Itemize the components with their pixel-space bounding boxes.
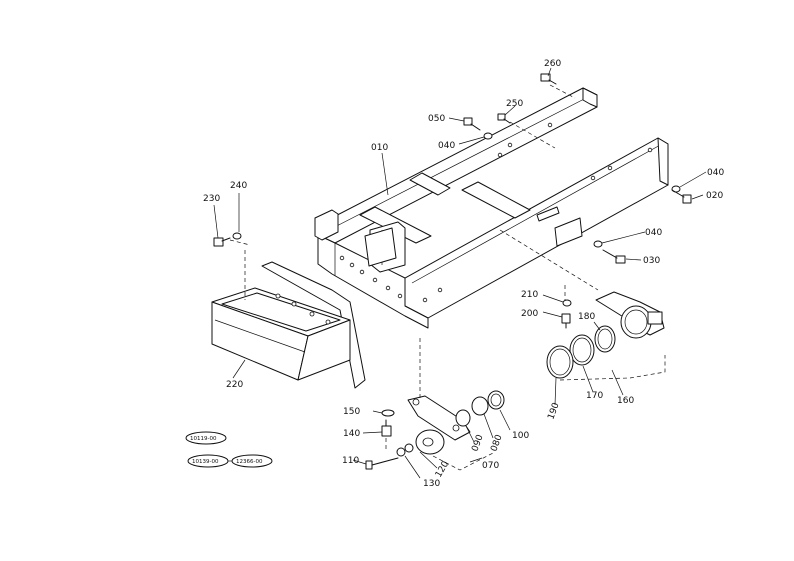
callout-080: 080 bbox=[489, 433, 504, 453]
bolt-020 bbox=[671, 189, 692, 204]
washer-130-a bbox=[396, 447, 406, 457]
bolt-030 bbox=[602, 249, 626, 264]
callout-150: 150 bbox=[343, 407, 360, 417]
washer-150 bbox=[381, 409, 395, 417]
serial-tags: 10119-00 10139-00 12366-00 bbox=[185, 431, 273, 468]
clamp-group bbox=[546, 291, 666, 381]
clamp-160 bbox=[595, 291, 665, 339]
callout-050: 050 bbox=[428, 114, 445, 124]
bushing-080 bbox=[471, 396, 489, 416]
callout-140: 140 bbox=[343, 429, 360, 439]
callout-040: 040 bbox=[707, 168, 724, 178]
washer-040-upper bbox=[483, 132, 493, 140]
group-160-bracket bbox=[559, 355, 666, 381]
fasteners bbox=[213, 73, 692, 470]
tool-box bbox=[211, 261, 366, 389]
seal-100 bbox=[487, 390, 505, 410]
bolt-260 bbox=[540, 73, 557, 85]
bolt-050 bbox=[463, 117, 481, 131]
ring-190 bbox=[546, 345, 574, 379]
callout-110: 110 bbox=[342, 456, 359, 466]
callout-100: 100 bbox=[512, 431, 529, 441]
callout-180: 180 bbox=[578, 312, 595, 322]
callout-090: 090 bbox=[470, 433, 485, 453]
callout-200: 200 bbox=[521, 309, 538, 319]
bolt-250 bbox=[497, 113, 511, 124]
serial-tag-text: 10119-00 bbox=[190, 436, 217, 442]
callout-240: 240 bbox=[230, 181, 247, 191]
main-frame bbox=[314, 87, 669, 329]
serial-tag-text: 10139-00 bbox=[192, 459, 219, 465]
frame-crossmember-2 bbox=[461, 181, 531, 219]
toolbox-holes bbox=[275, 293, 331, 325]
bolt-140 bbox=[381, 419, 392, 437]
leader-lines bbox=[213, 67, 707, 479]
pin-110 bbox=[365, 457, 399, 470]
callout-230: 230 bbox=[203, 194, 220, 204]
callout-070: 070 bbox=[482, 461, 499, 471]
frame-side-plate bbox=[554, 217, 583, 247]
serial-tag-oval bbox=[231, 454, 273, 468]
callout-210: 210 bbox=[521, 290, 538, 300]
bracket-assembly bbox=[407, 390, 505, 471]
callout-040: 040 bbox=[645, 228, 662, 238]
callout-160: 160 bbox=[617, 396, 634, 406]
toolbox-side bbox=[297, 319, 351, 381]
callout-030: 030 bbox=[643, 256, 660, 266]
serial-tag-text: 12366-00 bbox=[236, 459, 263, 465]
frame-left-bracket-2 bbox=[364, 227, 397, 267]
washer-210 bbox=[562, 299, 572, 307]
frame-back-endplate bbox=[582, 87, 598, 108]
frame-holes bbox=[339, 122, 653, 303]
toolbox-inner bbox=[221, 292, 341, 332]
callout-040: 040 bbox=[438, 141, 455, 151]
callout-120: 120 bbox=[434, 459, 451, 479]
callout-170: 170 bbox=[586, 391, 603, 401]
callout-250: 250 bbox=[506, 99, 523, 109]
frame-left-bracket bbox=[314, 209, 339, 241]
washer-240 bbox=[232, 232, 242, 240]
washer-040-mid bbox=[593, 240, 603, 248]
callout-220: 220 bbox=[226, 380, 243, 390]
frame-crossmember-3 bbox=[409, 172, 451, 196]
frame-front-endplate bbox=[657, 137, 669, 186]
serial-tag-oval bbox=[185, 431, 227, 445]
callout-020: 020 bbox=[706, 191, 723, 201]
frame-side-slot bbox=[536, 206, 560, 222]
ring-090 bbox=[455, 409, 471, 427]
callout-190: 190 bbox=[546, 401, 561, 421]
bolt-200 bbox=[561, 313, 571, 329]
callout-130: 130 bbox=[423, 479, 440, 489]
ring-170 bbox=[569, 334, 595, 366]
callout-010: 010 bbox=[371, 143, 388, 153]
group-070-bracket bbox=[432, 451, 496, 471]
washer-130-b bbox=[404, 443, 414, 453]
callout-260: 260 bbox=[544, 59, 561, 69]
bolt-230 bbox=[213, 237, 231, 247]
